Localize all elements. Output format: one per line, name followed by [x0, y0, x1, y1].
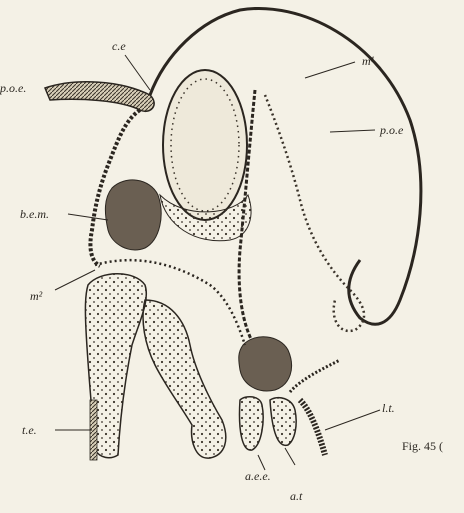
label-te: t.e.: [22, 424, 37, 436]
upper-left-flap: [45, 82, 154, 112]
lateral-tube: [300, 400, 325, 455]
label-at: a.t: [290, 490, 302, 502]
figure-caption: Fig. 45 (: [402, 440, 443, 452]
oval-cavity: [163, 70, 247, 220]
label-poe-left: p.o.e.: [0, 82, 26, 94]
dark-mass-lower: [239, 337, 292, 391]
label-lt: l.t.: [382, 402, 395, 414]
dark-mass-upper: [105, 180, 161, 250]
label-m2: m²: [30, 290, 42, 302]
label-aee: a.e.e.: [245, 470, 271, 482]
label-poe-right: p.o.e: [380, 124, 403, 136]
label-m1: m¹: [362, 55, 374, 67]
label-bem: b.e.m.: [20, 208, 49, 220]
bottom-lobes: [240, 397, 264, 450]
label-ce: c.e: [112, 40, 126, 52]
